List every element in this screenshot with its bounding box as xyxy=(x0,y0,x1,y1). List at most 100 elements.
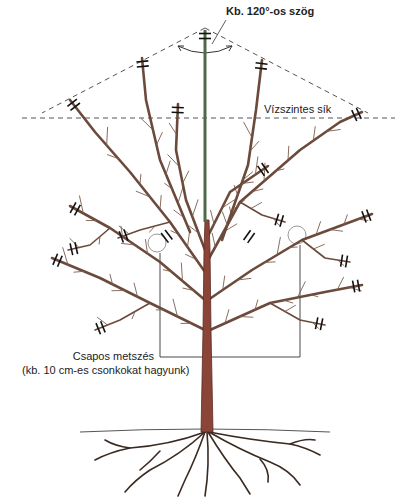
twig xyxy=(112,290,125,291)
cut-mark xyxy=(172,106,184,108)
cut-mark xyxy=(101,321,105,332)
cut-mark xyxy=(367,210,371,221)
twig xyxy=(157,132,163,145)
twig xyxy=(74,271,84,273)
twig xyxy=(211,210,214,224)
cut-marks xyxy=(53,34,371,335)
branch xyxy=(240,202,285,222)
twig xyxy=(358,219,368,220)
twig xyxy=(99,237,101,245)
twig xyxy=(290,247,298,248)
twig xyxy=(337,277,343,289)
cut-mark xyxy=(248,233,255,243)
twig xyxy=(186,254,197,259)
cut-mark xyxy=(119,231,123,242)
twig xyxy=(240,316,253,318)
cut-mark xyxy=(320,318,322,330)
twig xyxy=(250,141,259,151)
twig xyxy=(222,212,227,225)
twig xyxy=(140,174,142,184)
cut-mark xyxy=(124,229,128,240)
cut-mark xyxy=(315,317,317,329)
twig xyxy=(132,312,135,319)
cut-mark xyxy=(256,63,268,64)
branch xyxy=(52,258,205,330)
twig xyxy=(212,233,215,247)
twig xyxy=(150,226,155,232)
twig xyxy=(134,283,137,297)
branch xyxy=(302,240,350,262)
annotation-label: (kb. 10 cm-es csonkokat hagyunk) xyxy=(20,364,192,377)
cut-mark xyxy=(70,202,76,213)
twig xyxy=(316,222,321,235)
cut-mark xyxy=(67,99,76,106)
cut-mark xyxy=(71,103,80,110)
twig xyxy=(183,288,194,290)
twig xyxy=(173,299,177,316)
twig xyxy=(284,300,293,303)
twig xyxy=(285,305,295,311)
twig xyxy=(298,282,306,298)
branch xyxy=(208,214,372,300)
twig xyxy=(171,231,179,235)
twig xyxy=(183,171,189,183)
twig xyxy=(156,309,163,310)
twig xyxy=(327,130,341,132)
cut-mark xyxy=(357,280,359,292)
cut-mark xyxy=(353,281,355,293)
cut-mark xyxy=(70,243,73,255)
leader-line xyxy=(212,20,226,44)
cut-mark xyxy=(199,33,211,35)
cut-mark xyxy=(262,163,269,173)
twig xyxy=(313,127,315,141)
branch xyxy=(210,285,362,330)
twig xyxy=(107,155,118,159)
twig xyxy=(110,274,113,284)
branch xyxy=(176,104,205,250)
twig xyxy=(252,189,263,192)
twig xyxy=(311,295,318,297)
twig xyxy=(344,215,347,225)
twig xyxy=(181,323,191,324)
annotation-label: Kb. 120°-os szög xyxy=(224,5,316,18)
trunk xyxy=(201,220,213,432)
branch xyxy=(70,100,205,272)
twig xyxy=(255,300,258,310)
twig xyxy=(255,157,258,175)
branches xyxy=(52,58,372,330)
roots xyxy=(95,432,320,496)
reference-lines xyxy=(22,28,395,118)
cut-mark xyxy=(258,166,265,176)
cut-mark xyxy=(362,211,366,222)
twig xyxy=(145,240,147,254)
twig xyxy=(192,200,198,217)
twig xyxy=(225,310,229,323)
cut-mark xyxy=(346,256,348,268)
cut-mark xyxy=(280,215,283,226)
branch xyxy=(142,58,190,232)
twig xyxy=(189,226,199,234)
twig xyxy=(121,243,135,245)
twig xyxy=(166,161,170,174)
twig xyxy=(168,155,180,167)
annotation-label: Vízszintes sík xyxy=(262,103,333,116)
cut-mark xyxy=(255,68,267,69)
cut-mark xyxy=(75,242,78,254)
cut-mark xyxy=(137,66,149,67)
cut-mark xyxy=(58,256,63,267)
twig xyxy=(141,118,153,130)
twig xyxy=(136,191,150,197)
cut-mark xyxy=(75,205,81,216)
twig xyxy=(251,202,262,208)
twig xyxy=(243,182,254,183)
twig xyxy=(330,230,343,232)
twig xyxy=(222,199,235,208)
cut-mark xyxy=(161,233,168,243)
cut-mark xyxy=(356,108,361,119)
cut-mark xyxy=(53,254,58,265)
cut-mark xyxy=(341,255,343,267)
cut-mark xyxy=(96,323,100,334)
twig xyxy=(181,263,182,281)
annotation-label: Csapos metszés xyxy=(71,350,156,363)
